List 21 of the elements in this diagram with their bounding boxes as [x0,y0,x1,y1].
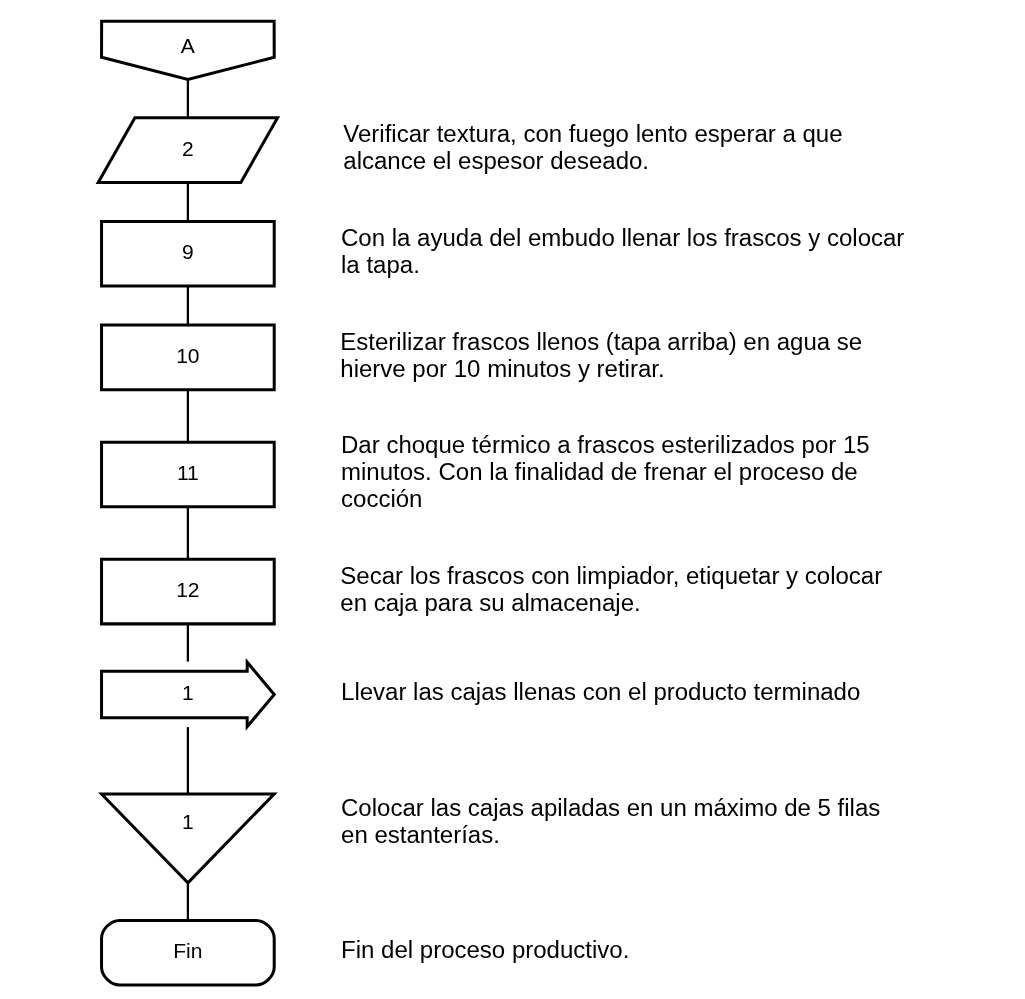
node-label: Verificar textura, con fuego lento esperar a que alcance el espesor deseado. [343,119,843,174]
connector [186,506,189,559]
node-label: Llevar las cajas llenas con el producto terminado [341,677,861,705]
connector [186,286,189,325]
connector [186,79,189,117]
node-label: Colocar las cajas apiladas en un máximo de 5 filas en estanterías. [341,793,881,848]
connector [186,623,189,662]
node-box: 11 [100,440,276,508]
node-box: 10 [100,323,276,391]
connector [186,726,189,794]
node-box: 12 [100,557,276,625]
node-box: Fin [100,918,276,986]
node-label: Dar choque térmico a frascos esterilizados por 15 minutos. Con la finalidad de frenar el proceso de cocción [341,430,870,512]
node-label: Secar los frascos con limpiador, etiquetar y colocar en caja para su almacenaje. [340,561,883,616]
node-label: Fin del proceso productivo. [341,935,630,963]
connector [186,882,189,920]
node-label: Con la ayuda del embudo llenar los frascos y colocar la tapa. [341,223,905,278]
node-label: Esterilizar frascos llenos (tapa arriba) en agua se hierve por 10 minutos y retirar. [340,327,863,382]
connector [186,389,189,442]
connector [186,182,189,221]
node-box: 9 [100,219,276,288]
